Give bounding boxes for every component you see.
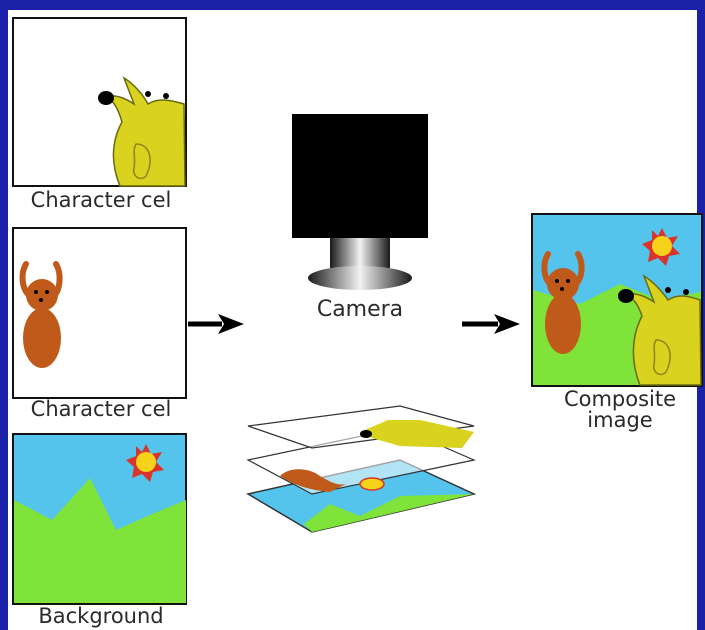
- background-label: Background: [38, 604, 164, 628]
- composite-sun-icon: [642, 228, 680, 266]
- yellow-character-icon: [98, 76, 186, 187]
- composite-brown-character-icon: [541, 251, 585, 354]
- sun-icon: [126, 444, 164, 482]
- composite-image-panel: [531, 213, 703, 387]
- arrow-to-composite: [462, 314, 520, 334]
- camera-icon: [292, 114, 428, 290]
- stacked-layers-illustration: [245, 405, 477, 533]
- brown-character-icon: [19, 261, 63, 368]
- composite-image-label-line2: image: [587, 408, 653, 432]
- character-cel-panel-1: [12, 17, 187, 187]
- camera-label: Camera: [316, 297, 404, 322]
- composite-yellow-character-icon: [618, 274, 702, 386]
- composite-image-label-line1: Composite: [563, 387, 677, 411]
- character-cel-panel-2: [12, 227, 187, 399]
- character-cel-label-1: Character cel: [30, 188, 172, 212]
- background-panel: [12, 433, 187, 605]
- character-cel-label-2: Character cel: [30, 397, 172, 421]
- arrow-to-camera: [188, 314, 244, 334]
